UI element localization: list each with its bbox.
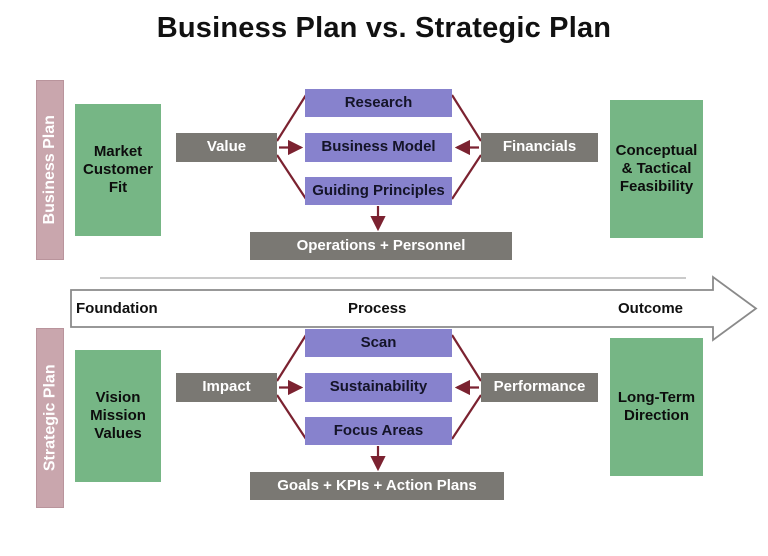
strategic-plan-foundation-box: Vision Mission Values [75, 350, 161, 482]
strategic-result-line-1: Long-Term [617, 388, 696, 406]
business-plan-outcome-box: Operations + Personnel [250, 232, 512, 260]
foundation-line-1: Market [93, 142, 143, 160]
page-title: Business Plan vs. Strategic Plan [156, 12, 612, 44]
result-line-2: & Tactical [621, 159, 692, 177]
strategic-plan-process-1: Scan [305, 329, 452, 357]
strategic-plan-right-driver: Performance [481, 373, 598, 402]
business-plan-foundation-box: Market Customer Fit [75, 104, 161, 236]
foundation-line-2: Customer [82, 160, 153, 178]
line-impact-focus [276, 394, 307, 440]
result-line-1: Conceptual [615, 141, 698, 159]
line-value-research [276, 94, 307, 142]
business-plan-process-1: Research [305, 89, 452, 117]
strategic-plan-left-driver: Impact [176, 373, 277, 402]
business-plan-right-driver: Financials [481, 133, 598, 162]
result-line-3: Feasibility [619, 178, 694, 196]
line-scan-performance [451, 334, 482, 382]
strategic-foundation-line-1: Vision [95, 388, 141, 406]
strategic-plan-process-2: Sustainability [305, 373, 452, 402]
band-label-outcome: Outcome [618, 300, 684, 317]
line-value-guiding [276, 154, 307, 200]
strategic-result-line-2: Direction [623, 407, 689, 424]
strategic-plan-process-3: Focus Areas [305, 417, 452, 445]
band-label-process: Process [348, 300, 407, 317]
line-guiding-financials [451, 154, 482, 200]
line-research-financials [451, 94, 482, 142]
strategic-plan-outcome-box: Goals + KPIs + Action Plans [250, 472, 504, 500]
line-impact-scan [276, 334, 307, 382]
business-plan-left-driver: Value [176, 133, 277, 162]
business-plan-process-3: Guiding Principles [305, 177, 452, 205]
foundation-line-3: Fit [108, 179, 128, 197]
strategic-foundation-line-2: Mission [90, 406, 146, 424]
section-label-strategic-plan: Strategic Plan [36, 328, 64, 508]
strategic-plan-result-box: Long-Term Direction [610, 338, 703, 476]
business-plan-process-2: Business Model [305, 133, 452, 162]
business-plan-result-box: Conceptual & Tactical Feasibility [610, 100, 703, 238]
line-focus-performance [451, 394, 482, 440]
band-label-foundation: Foundation [76, 300, 158, 317]
strategic-foundation-line-3: Values [94, 425, 142, 443]
section-label-business-plan: Business Plan [36, 80, 64, 260]
